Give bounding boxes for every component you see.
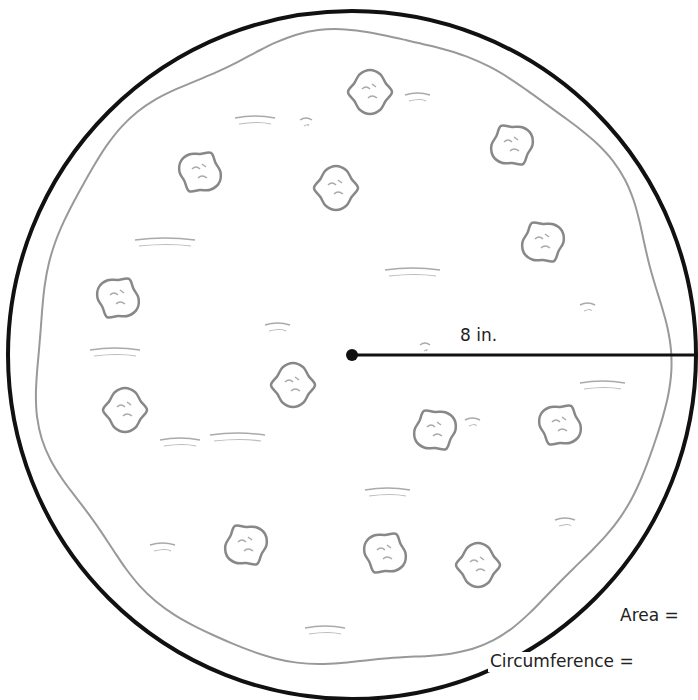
topping: [414, 410, 456, 449]
topping-texture: [504, 137, 519, 151]
topping: [271, 363, 315, 407]
crust-edge: [36, 29, 672, 664]
topping-texture: [552, 417, 567, 431]
topping-texture: [285, 377, 300, 391]
topping-texture: [328, 180, 343, 194]
radius-label: 8 in.: [458, 326, 499, 346]
topping: [179, 152, 221, 191]
sauce-strokes: [90, 93, 625, 634]
topping-texture: [192, 164, 207, 178]
sauce-stroke: [210, 433, 265, 435]
sauce-stroke: [154, 550, 171, 552]
sauce-stroke: [580, 303, 595, 305]
sauce-stroke: [405, 93, 430, 95]
toppings: [97, 70, 581, 587]
sauce-stroke: [305, 626, 345, 628]
topping: [539, 405, 581, 444]
topping-texture: [377, 545, 392, 559]
sauce-stroke: [409, 100, 426, 102]
sauce-stroke: [424, 350, 427, 352]
sauce-stroke: [584, 388, 621, 390]
sauce-stroke: [584, 310, 591, 312]
sauce-stroke: [309, 633, 341, 635]
sauce-stroke: [265, 323, 290, 325]
topping-texture: [535, 234, 550, 248]
crust-line: [36, 29, 672, 664]
topping-texture: [470, 557, 485, 571]
topping-texture: [110, 290, 125, 304]
sauce-stroke: [389, 275, 436, 277]
sauce-stroke: [369, 495, 406, 497]
sauce-stroke: [300, 118, 312, 120]
sauce-stroke: [304, 125, 309, 127]
center-dot: [346, 349, 358, 361]
radius-line: [352, 354, 698, 357]
sauce-stroke: [94, 355, 136, 357]
topping-texture: [362, 84, 377, 98]
topping-texture: [427, 422, 442, 436]
sauce-stroke: [90, 348, 140, 350]
topping: [225, 525, 267, 564]
sauce-stroke: [420, 343, 430, 345]
topping: [522, 222, 564, 261]
sauce-stroke: [150, 543, 175, 545]
sauce-stroke: [559, 525, 571, 527]
sauce-stroke: [214, 440, 261, 442]
topping: [97, 278, 139, 317]
sauce-stroke: [164, 445, 196, 447]
sauce-stroke: [469, 425, 476, 427]
topping: [491, 125, 533, 164]
circumference-label: Circumference =: [488, 652, 636, 672]
sauce-stroke: [239, 123, 271, 125]
sauce-stroke: [365, 488, 410, 490]
topping: [314, 166, 358, 210]
topping: [103, 388, 147, 432]
sauce-stroke: [139, 245, 191, 247]
topping-texture: [238, 537, 253, 551]
topping: [456, 543, 500, 587]
topping-texture: [117, 402, 132, 416]
sauce-stroke: [555, 518, 575, 520]
sauce-stroke: [465, 418, 480, 420]
area-label: Area =: [618, 606, 681, 626]
sauce-stroke: [580, 381, 625, 383]
sauce-stroke: [269, 330, 286, 332]
sauce-stroke: [385, 268, 440, 270]
sauce-stroke: [160, 438, 200, 440]
sauce-stroke: [235, 116, 275, 118]
sauce-stroke: [135, 238, 195, 240]
topping: [348, 70, 392, 114]
topping: [364, 533, 406, 572]
